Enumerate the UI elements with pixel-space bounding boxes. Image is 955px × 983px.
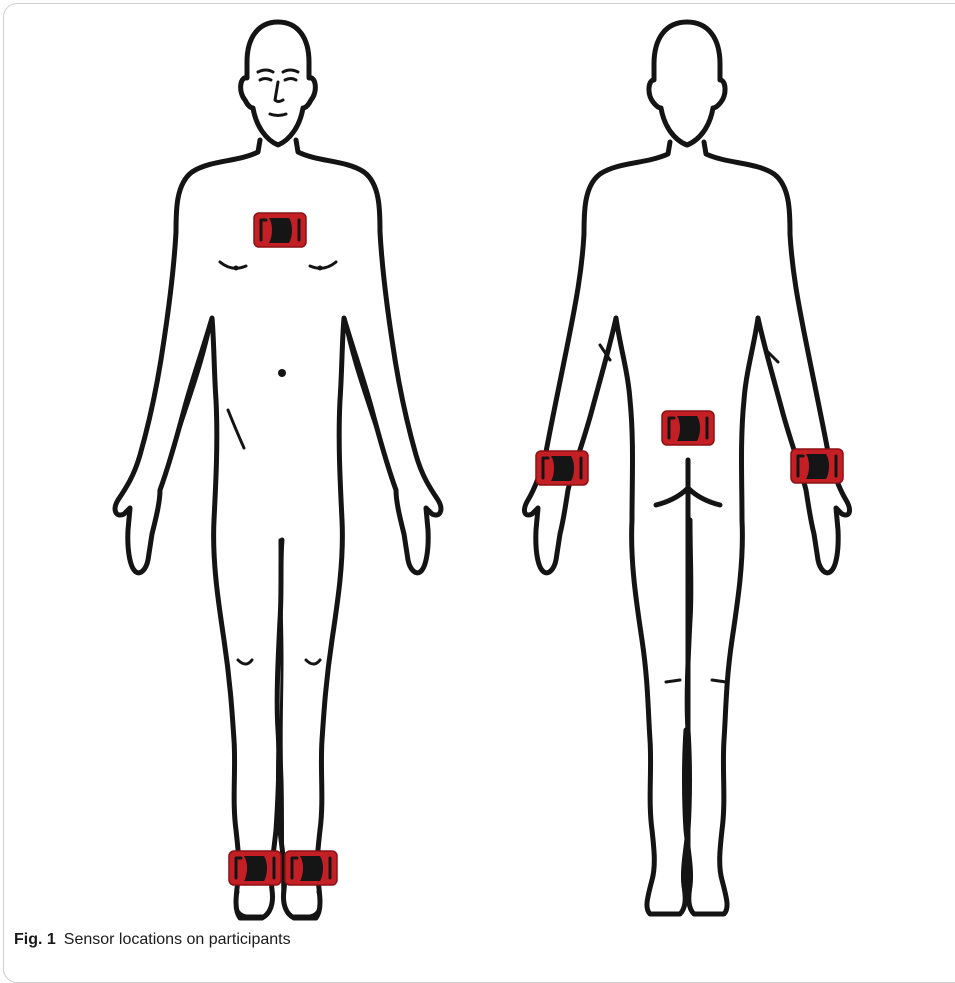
front-mouth: [270, 114, 286, 116]
sensor-back-left-wrist: [536, 451, 588, 485]
back-knee-right: [712, 680, 726, 682]
back-body-right: [685, 142, 850, 914]
sensor-front-chest: [254, 213, 306, 247]
front-chest-left: [220, 262, 246, 268]
caption-text: Sensor locations on participants: [64, 931, 291, 948]
front-hip-left: [228, 410, 244, 448]
back-head: [649, 22, 725, 145]
sensor-back-lower-back: [662, 411, 714, 445]
body-diagram: [0, 0, 955, 963]
front-knee-right: [306, 660, 320, 664]
front-feet: [236, 892, 320, 916]
back-knee-left: [666, 680, 680, 682]
front-navel: [278, 369, 286, 377]
front-eyebrows: [258, 70, 298, 72]
sensor-front-right-ankle: [285, 851, 337, 885]
front-nipple-left: [234, 266, 239, 271]
front-body-right: [279, 140, 441, 918]
back-body-left: [525, 142, 691, 914]
figure-caption: Fig. 1 Sensor locations on participants: [14, 931, 291, 949]
front-chest-right: [310, 262, 336, 268]
figure-label: Fig. 1: [14, 931, 56, 948]
front-nipple-right: [318, 266, 323, 271]
front-body-left: [115, 140, 282, 918]
sensor-back-right-wrist: [791, 449, 843, 483]
front-view-figure: [115, 22, 441, 918]
front-eyes: [260, 79, 296, 81]
front-nose: [275, 82, 283, 102]
front-knee-left: [238, 660, 252, 664]
sensor-front-left-ankle: [229, 851, 281, 885]
